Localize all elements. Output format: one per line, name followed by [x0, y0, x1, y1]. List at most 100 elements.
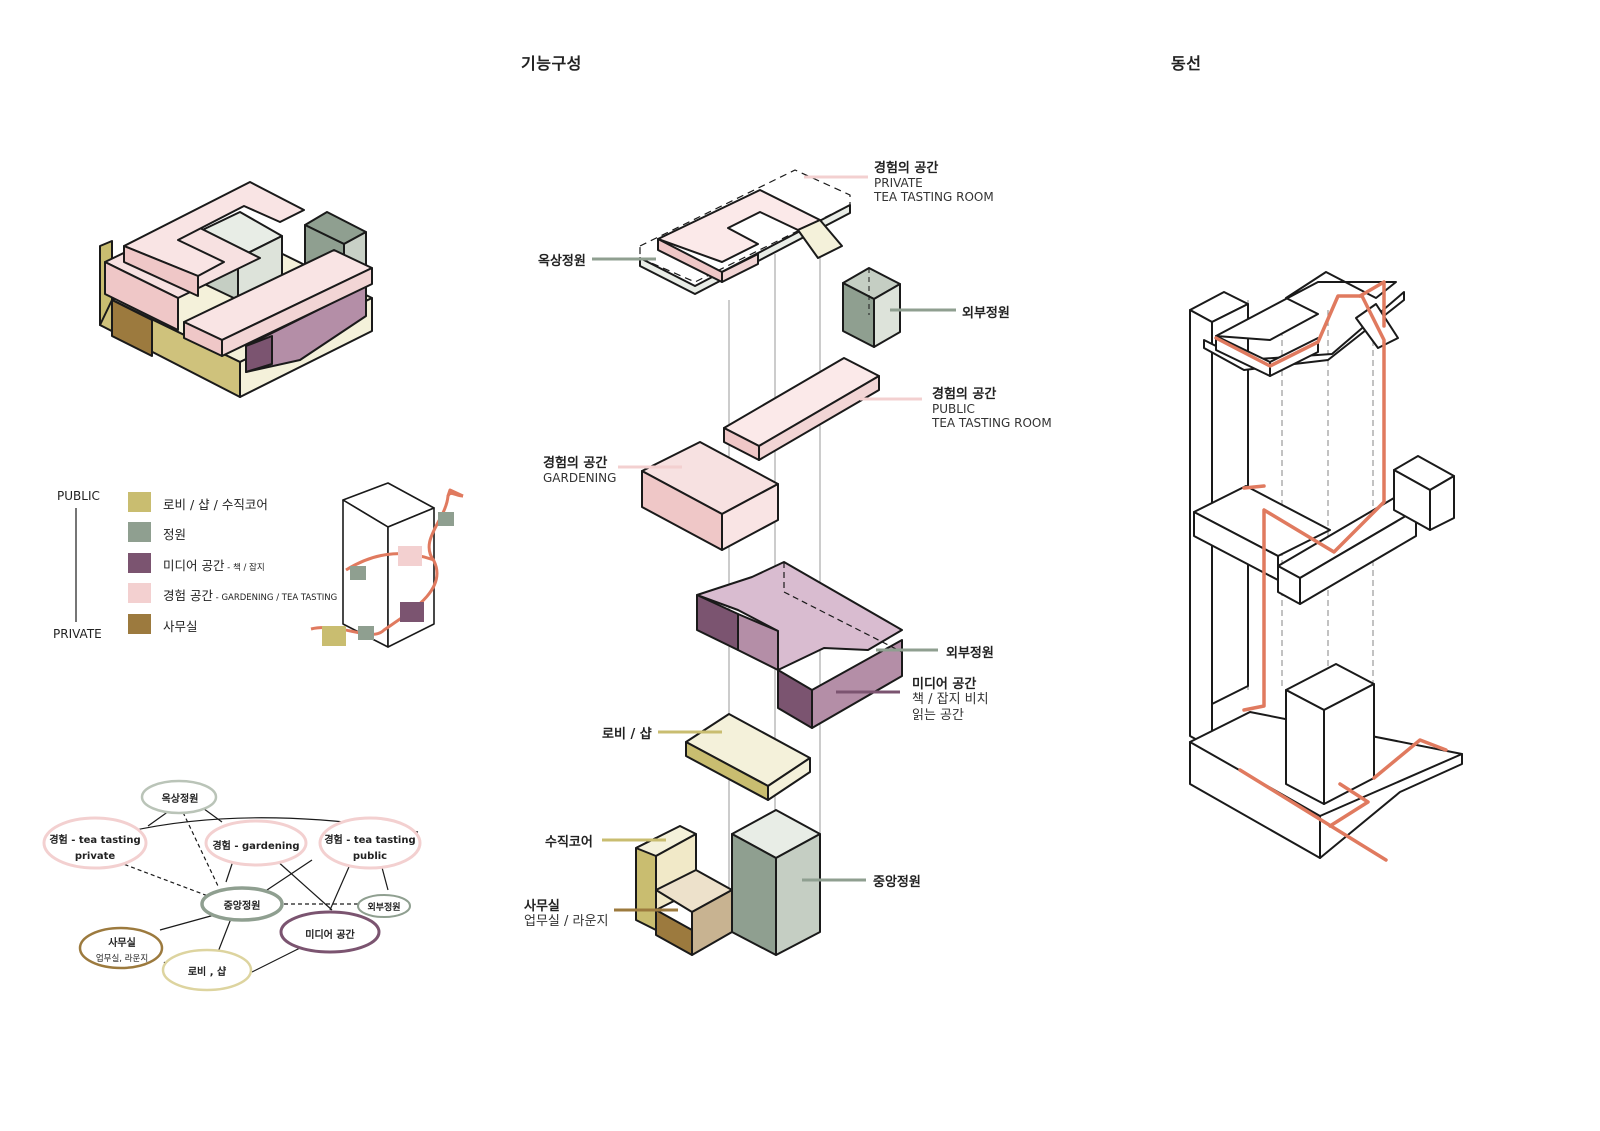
sketch-garden-swatch-2 [350, 566, 366, 580]
lobby-slab-right [767, 757, 811, 801]
legend-item-subtext: - GARDENING / TEA TASTING [212, 593, 338, 603]
media-block-hidden [783, 562, 903, 653]
label-lobby-shop-title: 로비 / 샵 [602, 727, 652, 742]
node-label-tea-public-line1: 경험 - tea tasting [324, 835, 416, 846]
label-outer-garden-top-title: 외부정원 [962, 306, 1010, 321]
circulation-roof-base [1203, 291, 1405, 371]
gardening-block-right [721, 483, 779, 551]
node-label-outer: 외부정원 [367, 903, 401, 913]
node-label-lobby: 로비 , 샵 [187, 967, 227, 978]
legend-item-text: 경험 공간 [163, 588, 213, 603]
label-gardening-title: 경험의 공간 [543, 456, 608, 471]
legend-item-text: 로비 / 샵 / 수직코어 [163, 497, 268, 512]
circulation-dashed [1281, 310, 1374, 690]
circulation-route [1214, 280, 1448, 862]
node-label-central: 중앙정원 [223, 901, 261, 912]
label-central-garden-title: 중앙정원 [873, 875, 921, 890]
circulation-title: 동선 [1171, 54, 1202, 73]
assembled-pink-low-left [104, 261, 179, 331]
node-label-rooftop: 옥상정원 [161, 794, 199, 805]
label-public-tea-line1: PUBLIC [932, 402, 975, 416]
legend-item-label: 경험 공간 - GARDENING / TEA TASTING [163, 585, 337, 604]
legend-swatch [128, 522, 151, 542]
bubble-media [279, 910, 381, 954]
rooftop-stair [797, 219, 843, 259]
label-media-line2: 읽는 공간 [912, 708, 964, 723]
legend-tower-sketch [310, 482, 464, 648]
node-label-office-line2: 업무실, 라운지 [95, 954, 149, 964]
label-media: 미디어 공간 책 / 잡지 비치 읽는 공간 [912, 673, 989, 724]
bubble-diagram [42, 779, 422, 992]
label-media-line1: 책 / 잡지 비치 [912, 692, 989, 707]
legend-item-label: 미디어 공간 - 책 / 잡지 [163, 555, 265, 574]
label-private-tea-line2: TEA TASTING ROOM [874, 190, 994, 204]
sketch-arrowhead [446, 488, 464, 498]
node-label-media: 미디어 공간 [305, 930, 355, 941]
legend-item-text: 정원 [163, 527, 187, 542]
sketch-tower-right [387, 507, 435, 648]
assembled-pink-public-right [221, 267, 373, 357]
label-outer-garden-mid: 외부정원 [946, 642, 994, 661]
bubble-central [200, 886, 284, 922]
legend-axis-private: PRIVATE [53, 627, 102, 641]
rooftop-base [639, 204, 851, 295]
label-gardening-line1: GARDENING [543, 471, 617, 485]
label-public-tea-title: 경험의 공간 [932, 387, 997, 402]
legend-axis-public: PUBLIC [57, 489, 100, 503]
bubble-outer [357, 894, 411, 918]
bubble-tea-public [318, 816, 422, 870]
sketch-garden-swatch-3 [438, 512, 454, 526]
sketch-exp-swatch [398, 546, 422, 566]
label-public-tea: 경험의 공간 PUBLIC TEA TASTING ROOM [932, 383, 1052, 430]
public-tea-right [758, 375, 880, 461]
media-block-right-b [811, 639, 903, 729]
legend-swatch [128, 614, 151, 634]
node-label-tea-public-line2: public [352, 851, 388, 862]
assembled-office-front [111, 299, 153, 357]
circulation-ground-right [1319, 753, 1463, 859]
node-label-office: 사무실 업무실, 라운지 [82, 935, 162, 965]
exploded-axonometric [635, 169, 903, 956]
central-garden-right [775, 833, 821, 956]
label-outer-garden-mid-title: 외부정원 [946, 646, 994, 661]
legend-item-text: 미디어 공간 [163, 558, 225, 573]
function-title: 기능구성 [521, 54, 582, 73]
media-block-top [696, 561, 903, 671]
sketch-route-arc [345, 552, 435, 572]
media-block-left-b [777, 669, 813, 729]
bubble-rooftop [140, 779, 218, 815]
outer-garden-block-right [873, 283, 901, 348]
legend-swatch [128, 492, 151, 512]
label-rooftop-garden: 옥상정원 [538, 250, 586, 269]
label-office-title: 사무실 [524, 899, 560, 914]
assembled-pink-upper-top [123, 181, 305, 277]
bubble-office [78, 926, 164, 970]
label-private-tea: 경험의 공간 PRIVATE TEA TASTING ROOM [874, 157, 994, 204]
node-label-tea-private-line1: 경험 - tea tasting [49, 835, 141, 846]
label-outer-garden-top: 외부정원 [962, 302, 1010, 321]
private-tea-right [721, 253, 759, 283]
sketch-garden-swatch-1 [358, 626, 374, 640]
label-private-tea-title: 경험의 공간 [874, 161, 939, 176]
private-tea-top [657, 189, 821, 263]
label-private-tea-line1: PRIVATE [874, 176, 923, 190]
node-label-gardening: 경험 - gardening [212, 841, 300, 852]
label-vertical-core-title: 수직코어 [545, 835, 593, 850]
assembled-media-dark [245, 335, 273, 373]
label-central-garden: 중앙정원 [873, 871, 921, 890]
circulation-roof-top [1215, 271, 1397, 341]
label-office: 사무실 업무실 / 라운지 [524, 895, 608, 930]
sketch-media-swatch [400, 602, 424, 622]
circulation-ground-tower-left [1285, 689, 1325, 805]
legend-item-text: 사무실 [163, 619, 198, 634]
label-rooftop-garden-title: 옥상정원 [538, 254, 586, 269]
office-front [655, 909, 693, 956]
node-label-tea-private: 경험 - tea tasting private [44, 831, 146, 863]
bubble-dashed-links [117, 805, 362, 905]
assembled-pink-upper-left [123, 245, 199, 297]
assembled-axonometric [99, 181, 373, 398]
leader-lines [592, 175, 956, 912]
label-gardening: 경험의 공간 GARDENING [543, 452, 616, 485]
